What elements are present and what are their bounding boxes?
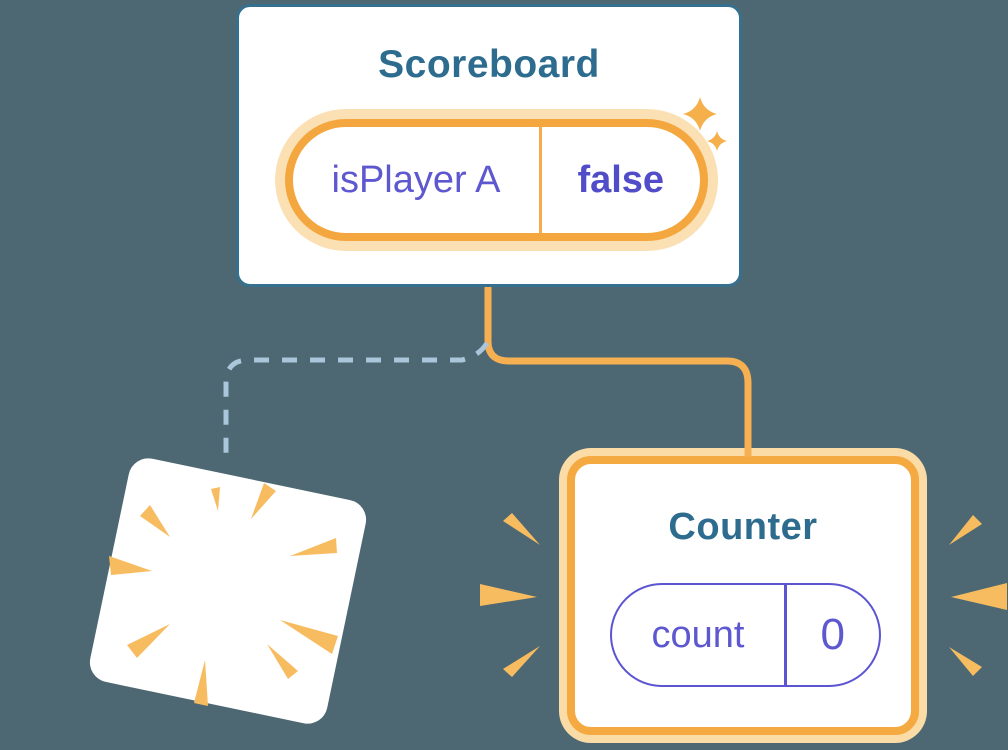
state-name: isPlayer A xyxy=(331,158,501,201)
state-value: 0 xyxy=(820,610,845,659)
pill-divider xyxy=(539,127,542,233)
destroyed-component-card xyxy=(86,454,370,728)
scoreboard-card: Scoreboard isPlayer A false xyxy=(236,4,742,287)
burst-rays-right-icon xyxy=(949,515,1007,676)
counter-state-pill: count 0 xyxy=(610,583,881,687)
pill-divider xyxy=(784,585,787,685)
state-name: count xyxy=(651,613,745,656)
burst-rays-left-icon xyxy=(480,513,540,677)
connector-solid-scoreboard-to-counter xyxy=(484,284,752,452)
scoreboard-title: Scoreboard xyxy=(378,43,600,86)
scoreboard-state-pill: isPlayer A false xyxy=(285,119,708,241)
state-value: false xyxy=(577,158,665,201)
connector-dashed-scoreboard-to-destroyed xyxy=(223,341,490,460)
counter-card: Counter count 0 xyxy=(567,456,919,735)
counter-title: Counter xyxy=(668,506,818,548)
